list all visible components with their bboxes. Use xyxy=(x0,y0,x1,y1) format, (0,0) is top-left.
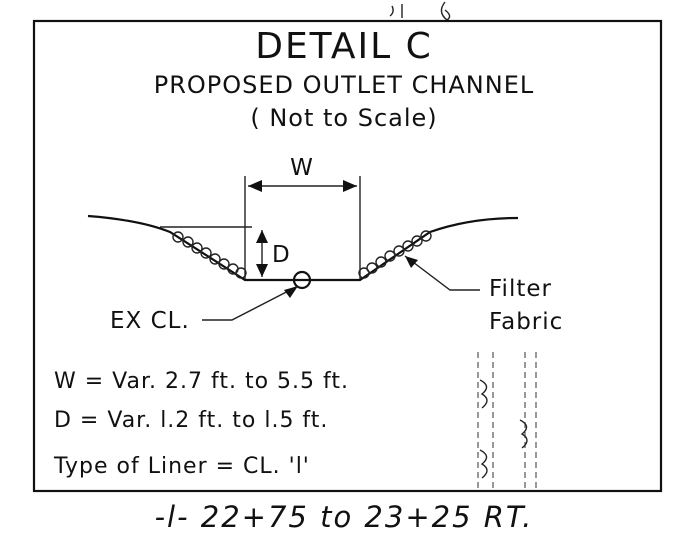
width-spec: W = Var. 2.7 ft. to 5.5 ft. xyxy=(54,369,349,394)
centerline-marker xyxy=(292,270,312,290)
arrow-down-icon xyxy=(256,264,268,277)
riprap-left xyxy=(172,231,247,279)
width-label: W xyxy=(290,155,314,181)
depth-label: D xyxy=(272,242,291,268)
background-sketch-marks xyxy=(389,1,537,492)
liner-spec: Type of Liner = CL. 'l' xyxy=(53,454,310,479)
fabric-leader xyxy=(404,255,480,291)
width-dimension xyxy=(244,176,361,280)
channel-profile xyxy=(87,214,519,282)
detail-frame xyxy=(32,19,663,493)
riprap-right xyxy=(358,230,432,279)
arrow-up-icon xyxy=(256,230,268,243)
station-range: -l- 22+75 to 23+25 RT. xyxy=(155,500,534,533)
centerline-label: EX CL. xyxy=(110,308,190,334)
leader-arrow-icon xyxy=(284,286,298,298)
depth-dimension xyxy=(256,230,268,277)
fabric-label-line1: Filter xyxy=(489,276,552,302)
detail-subtitle: PROPOSED OUTLET CHANNEL xyxy=(154,71,535,99)
centerline-leader xyxy=(202,285,299,321)
fabric-arrow-icon xyxy=(405,256,418,268)
fabric-label-line2: Fabric xyxy=(489,309,563,335)
scale-note: ( Not to Scale) xyxy=(250,104,437,132)
detail-title: DETAIL C xyxy=(255,26,433,67)
depth-spec: D = Var. l.2 ft. to l.5 ft. xyxy=(54,408,328,433)
arrow-right-icon xyxy=(343,180,357,192)
arrow-left-icon xyxy=(248,180,262,192)
